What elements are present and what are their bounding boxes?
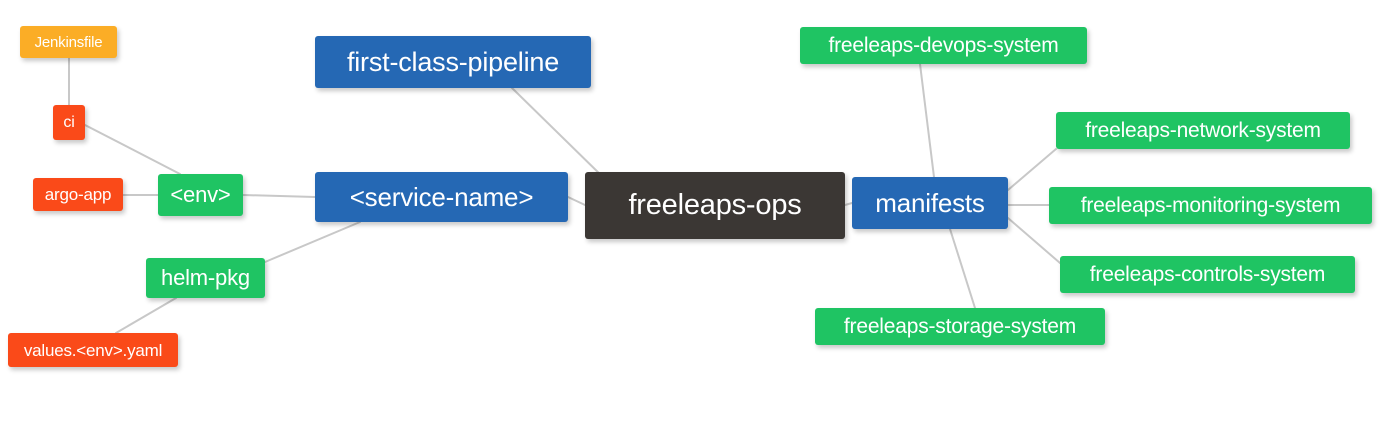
edge-manifests-to-devops-system	[919, 63, 935, 178]
node-first-class-pipeline[interactable]: first-class-pipeline	[315, 36, 591, 88]
node-monitoring-system[interactable]: freeleaps-monitoring-system	[1049, 187, 1372, 224]
edge-manifests-to-controls-system	[1007, 217, 1061, 264]
node-jenkinsfile[interactable]: Jenkinsfile	[20, 26, 117, 58]
node-root[interactable]: freeleaps-ops	[585, 172, 845, 239]
edge-root-to-service-name	[567, 196, 586, 206]
edge-manifests-to-storage-system	[949, 228, 976, 309]
edge-root-to-manifests	[844, 202, 853, 206]
edge-env-to-ci	[84, 124, 181, 175]
node-controls-system[interactable]: freeleaps-controls-system	[1060, 256, 1355, 293]
node-values-yaml[interactable]: values.<env>.yaml	[8, 333, 178, 367]
node-helm-pkg[interactable]: helm-pkg	[146, 258, 265, 298]
edge-service-name-to-helm-pkg	[264, 221, 361, 263]
node-ci[interactable]: ci	[53, 105, 85, 140]
node-argo-app[interactable]: argo-app	[33, 178, 123, 211]
edge-manifests-to-network-system	[1007, 148, 1057, 191]
edge-service-name-to-env	[242, 194, 316, 198]
edge-root-to-first-class-pipeline	[511, 87, 607, 181]
node-network-system[interactable]: freeleaps-network-system	[1056, 112, 1350, 149]
node-manifests[interactable]: manifests	[852, 177, 1008, 229]
node-storage-system[interactable]: freeleaps-storage-system	[815, 308, 1105, 345]
node-env[interactable]: <env>	[158, 174, 243, 216]
edge-helm-pkg-to-values-yaml	[115, 297, 177, 334]
node-devops-system[interactable]: freeleaps-devops-system	[800, 27, 1087, 64]
node-service-name[interactable]: <service-name>	[315, 172, 568, 222]
